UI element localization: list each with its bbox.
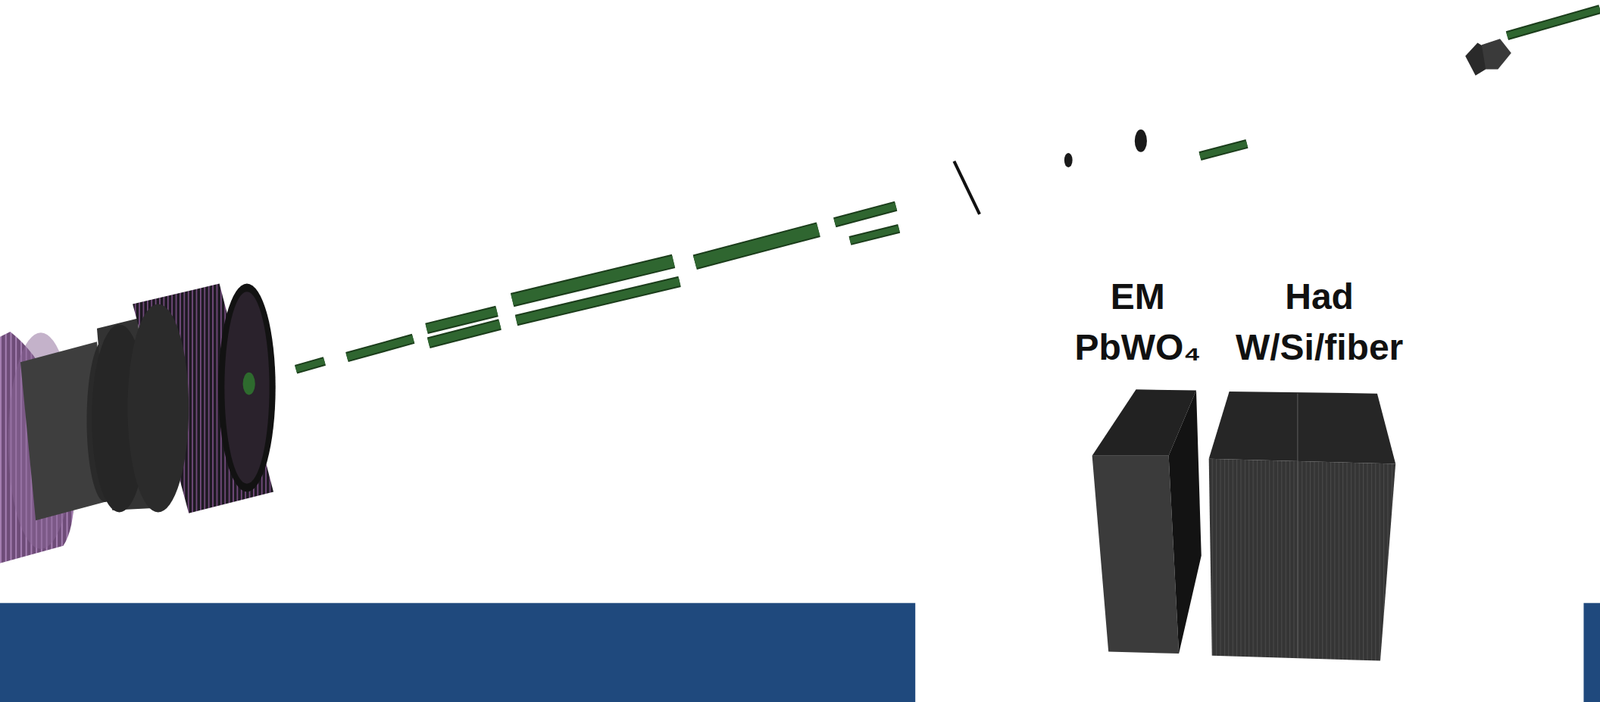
calorimeter-label: Had: [1206, 271, 1432, 322]
calorimeter-label: PbWO₄: [1069, 321, 1207, 373]
calorimeter-block: EMPbWO₄: [1069, 271, 1207, 660]
calorimeter-label: W/Si/fiber: [1206, 321, 1432, 373]
calorimeter-block: HadW/Si/fiber: [1206, 271, 1432, 666]
central-detector: [0, 284, 276, 564]
footer-bar: [1583, 603, 1600, 702]
footer-bar: [0, 603, 916, 702]
calorimeter-label: EM: [1069, 271, 1207, 322]
beamline-magnets: [296, 9, 1600, 370]
